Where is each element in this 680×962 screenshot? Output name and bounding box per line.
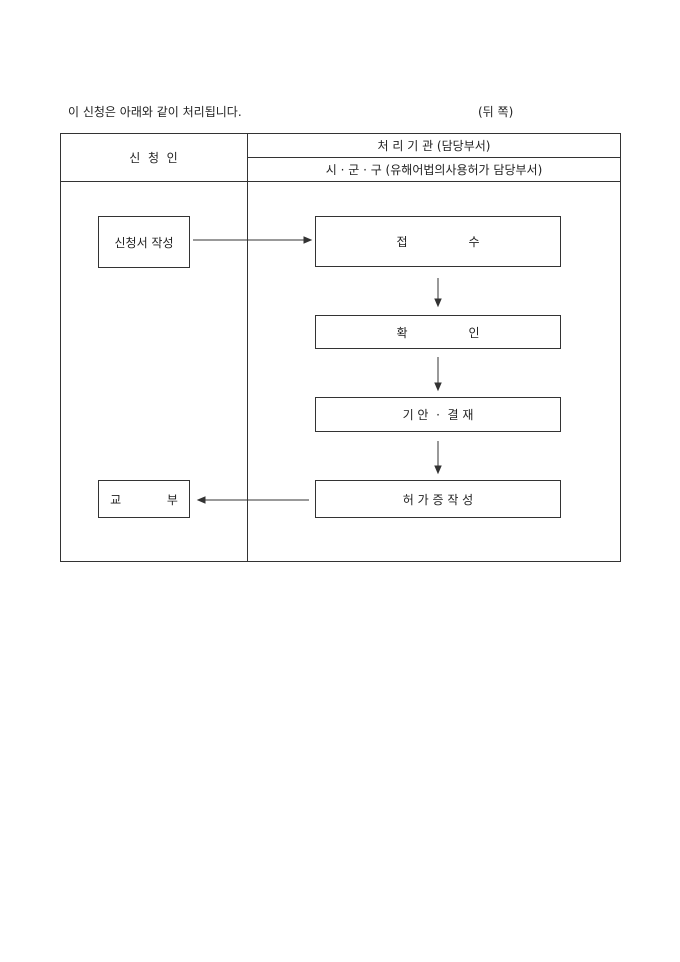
page-side-label: (뒤 쪽) — [478, 105, 514, 119]
arrow-left-icon — [196, 496, 309, 504]
confirm-box: 확 인 — [315, 315, 561, 349]
draft-approval-box: 기 안 · 결 재 — [315, 397, 561, 432]
issue-box: 교 부 — [98, 480, 190, 518]
arrow-down-icon — [434, 278, 442, 308]
arrow-down-icon — [434, 357, 442, 392]
intro-text: 이 신청은 아래와 같이 처리됩니다. — [68, 105, 242, 119]
permit-writing-box: 허 가 증 작 성 — [315, 480, 561, 518]
arrow-right-icon — [193, 236, 313, 244]
applicant-header: 신 청 인 — [129, 150, 178, 165]
write-application-box: 신청서 작성 — [98, 216, 190, 268]
receipt-box: 접 수 — [315, 216, 561, 267]
agency-subheader: 시 · 군 · 구 (유해어법의사용허가 담당부서) — [325, 162, 543, 177]
agency-header: 처 리 기 관 (담당부서) — [377, 138, 491, 153]
arrow-down-icon — [434, 441, 442, 475]
